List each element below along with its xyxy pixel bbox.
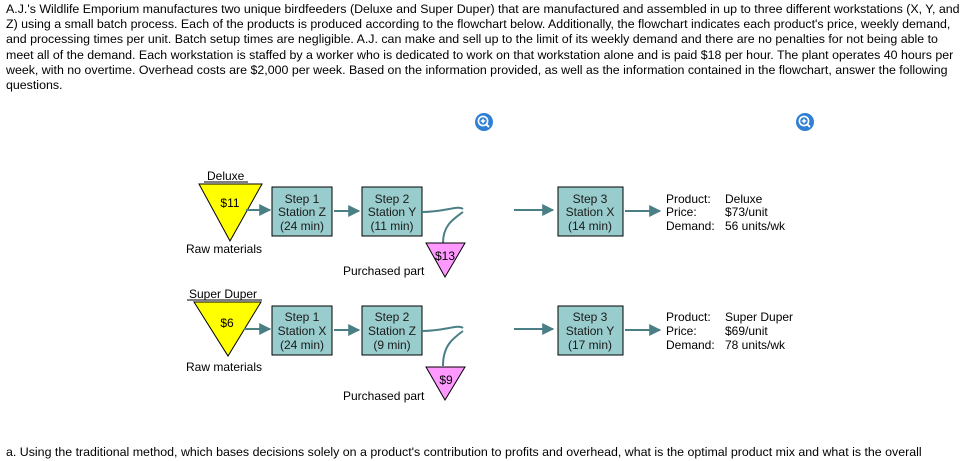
- deluxe-product-label: Product:: [666, 192, 711, 206]
- superduper-purchased-label: Purchased part: [343, 389, 425, 403]
- superduper-raw-label: Raw materials: [186, 360, 262, 374]
- deluxe-demand-label: Demand:: [666, 219, 715, 233]
- superduper-step2-station: Station Z: [368, 324, 416, 338]
- superduper-step2-box: [361, 305, 423, 356]
- superduper-price-label: Price:: [666, 324, 697, 338]
- deluxe-step3-label: Step 3: [573, 192, 608, 206]
- deluxe-step3-box: [557, 186, 624, 237]
- deluxe-raw-label: Raw materials: [186, 242, 262, 256]
- deluxe-step2-station: Station Y: [368, 205, 416, 219]
- deluxe-title: Deluxe: [207, 169, 245, 183]
- merge-curve: [421, 325, 464, 332]
- problem-statement: A.J.'s Wildlife Emporium manufactures tw…: [6, 2, 960, 93]
- question-a: a. Using the traditional method, which b…: [6, 445, 922, 459]
- zoom-in-icon[interactable]: [796, 113, 814, 131]
- deluxe-raw-cost: $11: [220, 196, 239, 210]
- zoom-in-icon[interactable]: [475, 113, 493, 131]
- superduper-price-value: $69/unit: [725, 324, 768, 338]
- merge-curve: [442, 211, 464, 244]
- deluxe-step2-box: [361, 186, 423, 237]
- superduper-step1-box: [271, 305, 333, 356]
- deluxe-product-value: Deluxe: [725, 192, 763, 206]
- deluxe-purchased-label: Purchased part: [343, 264, 425, 278]
- deluxe-step1-time: (24 min): [280, 219, 324, 233]
- merge-curve: [421, 206, 464, 213]
- superduper-step3-label: Step 3: [573, 310, 608, 324]
- superduper-step1-time: (24 min): [280, 338, 324, 352]
- deluxe-step1-station: Station Z: [278, 205, 326, 219]
- deluxe-step2-label: Step 2: [375, 192, 410, 206]
- superduper-step2-time: (9 min): [373, 338, 410, 352]
- superduper-step1-label: Step 1: [285, 310, 320, 324]
- deluxe-purchased-cost: $13: [435, 249, 455, 263]
- superduper-step3-time: (17 min): [568, 338, 612, 352]
- superduper-product-label: Product:: [666, 310, 711, 324]
- superduper-product-value: Super Duper: [725, 310, 793, 324]
- deluxe-demand-value: 56 units/wk: [725, 219, 786, 233]
- superduper-flow: Super Duper $6 Raw materials Step 1 Stat…: [186, 287, 793, 403]
- superduper-title: Super Duper: [189, 287, 257, 301]
- deluxe-raw-material-triangle: [198, 183, 263, 243]
- superduper-purchased-part-triangle: [425, 366, 466, 401]
- deluxe-step3-station: Station X: [566, 205, 615, 219]
- superduper-demand-value: 78 units/wk: [725, 338, 786, 352]
- superduper-step3-box: [557, 305, 624, 356]
- superduper-demand-label: Demand:: [666, 338, 715, 352]
- deluxe-flow: Deluxe $11 Raw materials Step 1 Station …: [186, 169, 786, 279]
- deluxe-price-value: $73/unit: [725, 205, 768, 219]
- superduper-purchased-cost: $9: [439, 373, 453, 387]
- deluxe-step1-label: Step 1: [285, 192, 320, 206]
- superduper-step3-station: Station Y: [566, 324, 614, 338]
- merge-curve: [442, 330, 464, 367]
- superduper-step2-label: Step 2: [375, 310, 410, 324]
- deluxe-step1-box: [271, 186, 333, 237]
- superduper-raw-cost: $6: [220, 316, 234, 330]
- deluxe-step2-time: (11 min): [370, 219, 413, 233]
- deluxe-price-label: Price:: [666, 205, 697, 219]
- deluxe-purchased-part-triangle: [425, 242, 466, 279]
- deluxe-step3-time: (14 min): [568, 219, 612, 233]
- superduper-step1-station: Station X: [278, 324, 327, 338]
